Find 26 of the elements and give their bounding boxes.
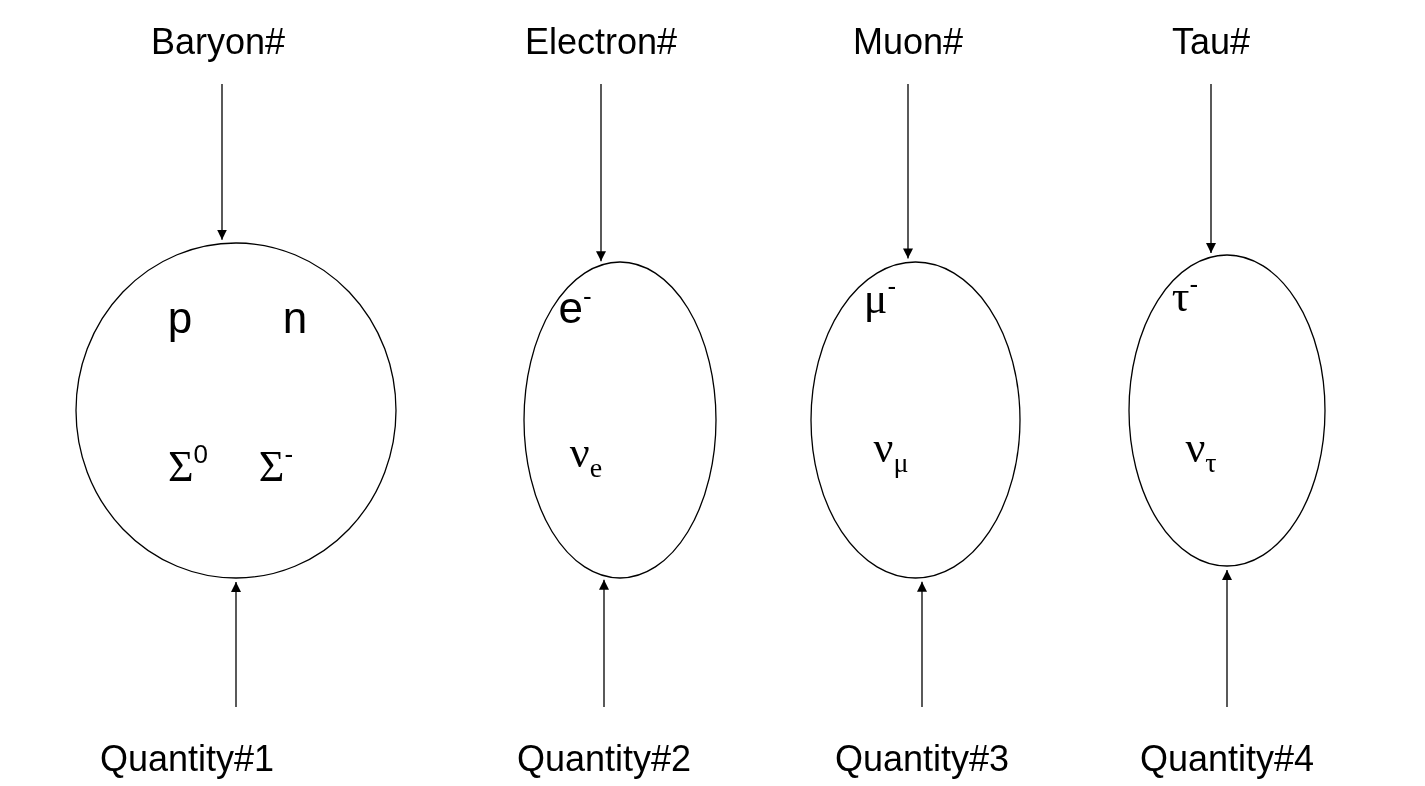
arrow [1222, 569, 1232, 708]
quantity-label: Electron# [524, 20, 678, 64]
particle-symbol: n [282, 293, 308, 343]
arrow [231, 581, 241, 708]
particle-symbol: e$^{-}$ [558, 280, 592, 333]
quantity-label: Muon# [852, 20, 964, 64]
particle-symbol: ν$_{τ}$ [1185, 422, 1217, 480]
particle-symbol: Σ$^{0}$ [167, 437, 209, 492]
quantity-label: Quantity#2 [516, 737, 692, 781]
particle-symbol: ν$_{μ}$ [873, 422, 909, 480]
quantity-label: Baryon# [150, 20, 286, 64]
particle-symbol: p [167, 293, 193, 343]
particle-symbol: μ$^{-}$ [863, 269, 897, 324]
particle-symbol: τ$^{-}$ [1171, 267, 1199, 322]
quantity-label: Quantity#4 [1139, 737, 1315, 781]
arrow [917, 581, 927, 708]
quantity-label: Quantity#1 [99, 737, 275, 781]
arrow [903, 83, 913, 260]
arrow [599, 579, 609, 708]
quantity-label: Quantity#3 [834, 737, 1010, 781]
arrow [1206, 83, 1216, 254]
quantity-label: Tau# [1171, 20, 1251, 64]
particle-symbol: Σ$^{-}$ [258, 437, 294, 492]
arrow [217, 83, 227, 241]
particle-symbol: ν$_{e}$ [569, 427, 603, 485]
arrow [596, 83, 606, 262]
